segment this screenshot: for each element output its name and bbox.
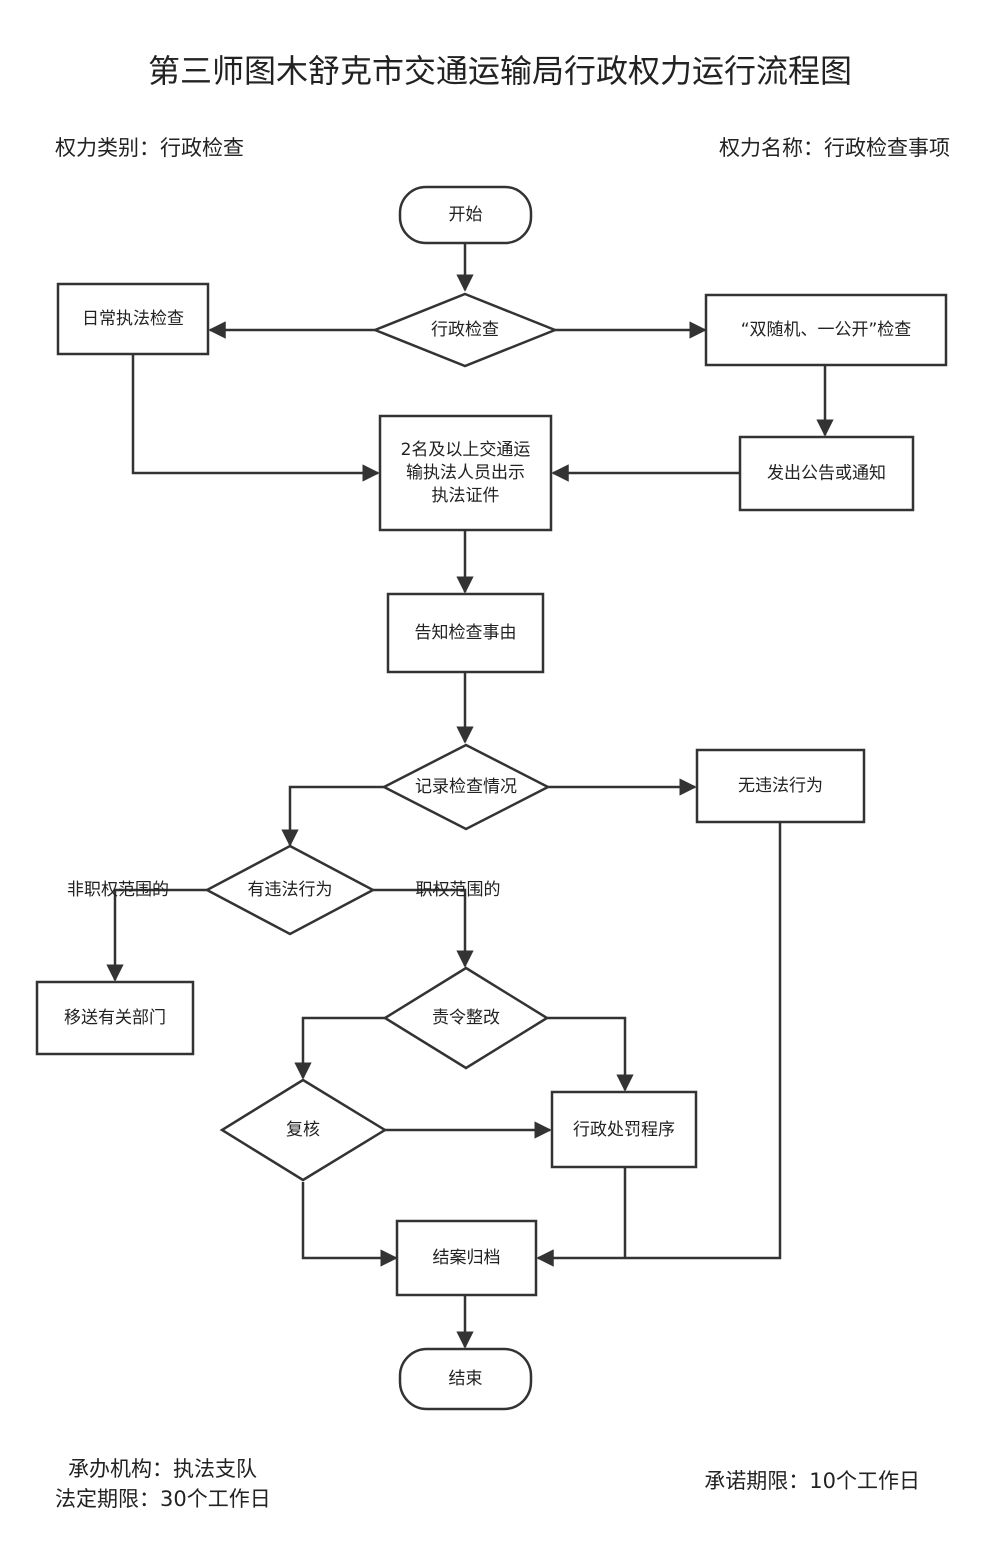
- node-random-check-label: “双随机、一公开”检查: [741, 320, 912, 340]
- node-daily-check-label: 日常执法检查: [82, 309, 184, 329]
- footer-agency: 承办机构：执法支队: [68, 1457, 257, 1481]
- edge-rectify-to-review: [294, 1016, 385, 1080]
- node-archive: 结案归档: [395, 1219, 538, 1297]
- edge-record-to-hasviolation: [281, 785, 385, 847]
- node-start-label: 开始: [449, 205, 483, 225]
- edge-daily-to-showid: [131, 354, 380, 482]
- edge-hasviolation-to-rectify: [373, 888, 474, 968]
- edge-hasviolation-to-transfer: [106, 888, 207, 982]
- node-start: 开始: [398, 185, 533, 245]
- node-rectify-label: 责令整改: [432, 1008, 500, 1028]
- node-admin-check-label: 行政检查: [431, 320, 499, 340]
- node-review: 复核: [219, 1078, 388, 1182]
- power-category: 权力类别：行政检查: [55, 136, 244, 160]
- node-record: 记录检查情况: [381, 743, 551, 831]
- edge-label-inside-scope: 职权范围的: [416, 880, 501, 900]
- power-name: 权力名称：行政检查事项: [719, 136, 950, 160]
- node-penalty-label: 行政处罚程序: [573, 1120, 675, 1140]
- node-admin-check: 行政检查: [371, 292, 559, 368]
- node-transfer-label: 移送有关部门: [64, 1008, 166, 1028]
- node-archive-label: 结案归档: [433, 1248, 501, 1268]
- node-show-id-line-2: 输执法人员出示: [406, 463, 525, 483]
- footer-promised-limit: 承诺期限：10个工作日: [704, 1469, 920, 1493]
- node-issue-notice-label: 发出公告或通知: [767, 464, 886, 484]
- node-no-violation: 无违法行为: [695, 748, 866, 824]
- node-penalty: 行政处罚程序: [550, 1090, 698, 1169]
- node-no-violation-label: 无违法行为: [738, 776, 823, 796]
- node-has-violation-label: 有违法行为: [248, 880, 333, 900]
- node-review-label: 复核: [286, 1120, 320, 1140]
- node-transfer: 移送有关部门: [35, 980, 195, 1056]
- edge-rectify-to-penalty: [547, 1016, 634, 1092]
- node-end: 结束: [398, 1347, 533, 1411]
- node-show-id-line-1: 2名及以上交通运: [401, 440, 531, 460]
- node-daily-check: 日常执法检查: [56, 282, 210, 356]
- node-random-check: “双随机、一公开”检查: [704, 293, 948, 367]
- node-end-label: 结束: [449, 1369, 483, 1389]
- node-rectify: 责令整改: [382, 966, 550, 1070]
- node-show-id: 2名及以上交通运 输执法人员出示 执法证件: [378, 414, 553, 532]
- edge-label-outside-scope: 非职权范围的: [67, 880, 169, 900]
- node-record-label: 记录检查情况: [415, 777, 517, 797]
- footer-legal-limit: 法定期限：30个工作日: [55, 1487, 271, 1511]
- node-has-violation: 有违法行为: [204, 844, 376, 936]
- edges: [106, 243, 834, 1349]
- node-inform-reason: 告知检查事由: [386, 592, 545, 674]
- edge-review-to-archive: [301, 1182, 398, 1267]
- edge-noviolation-to-archive: [536, 822, 782, 1267]
- node-issue-notice: 发出公告或通知: [738, 435, 915, 512]
- node-show-id-line-3: 执法证件: [432, 486, 500, 506]
- node-inform-reason-label: 告知检查事由: [415, 623, 517, 643]
- page-title: 第三师图木舒克市交通运输局行政权力运行流程图: [147, 52, 852, 90]
